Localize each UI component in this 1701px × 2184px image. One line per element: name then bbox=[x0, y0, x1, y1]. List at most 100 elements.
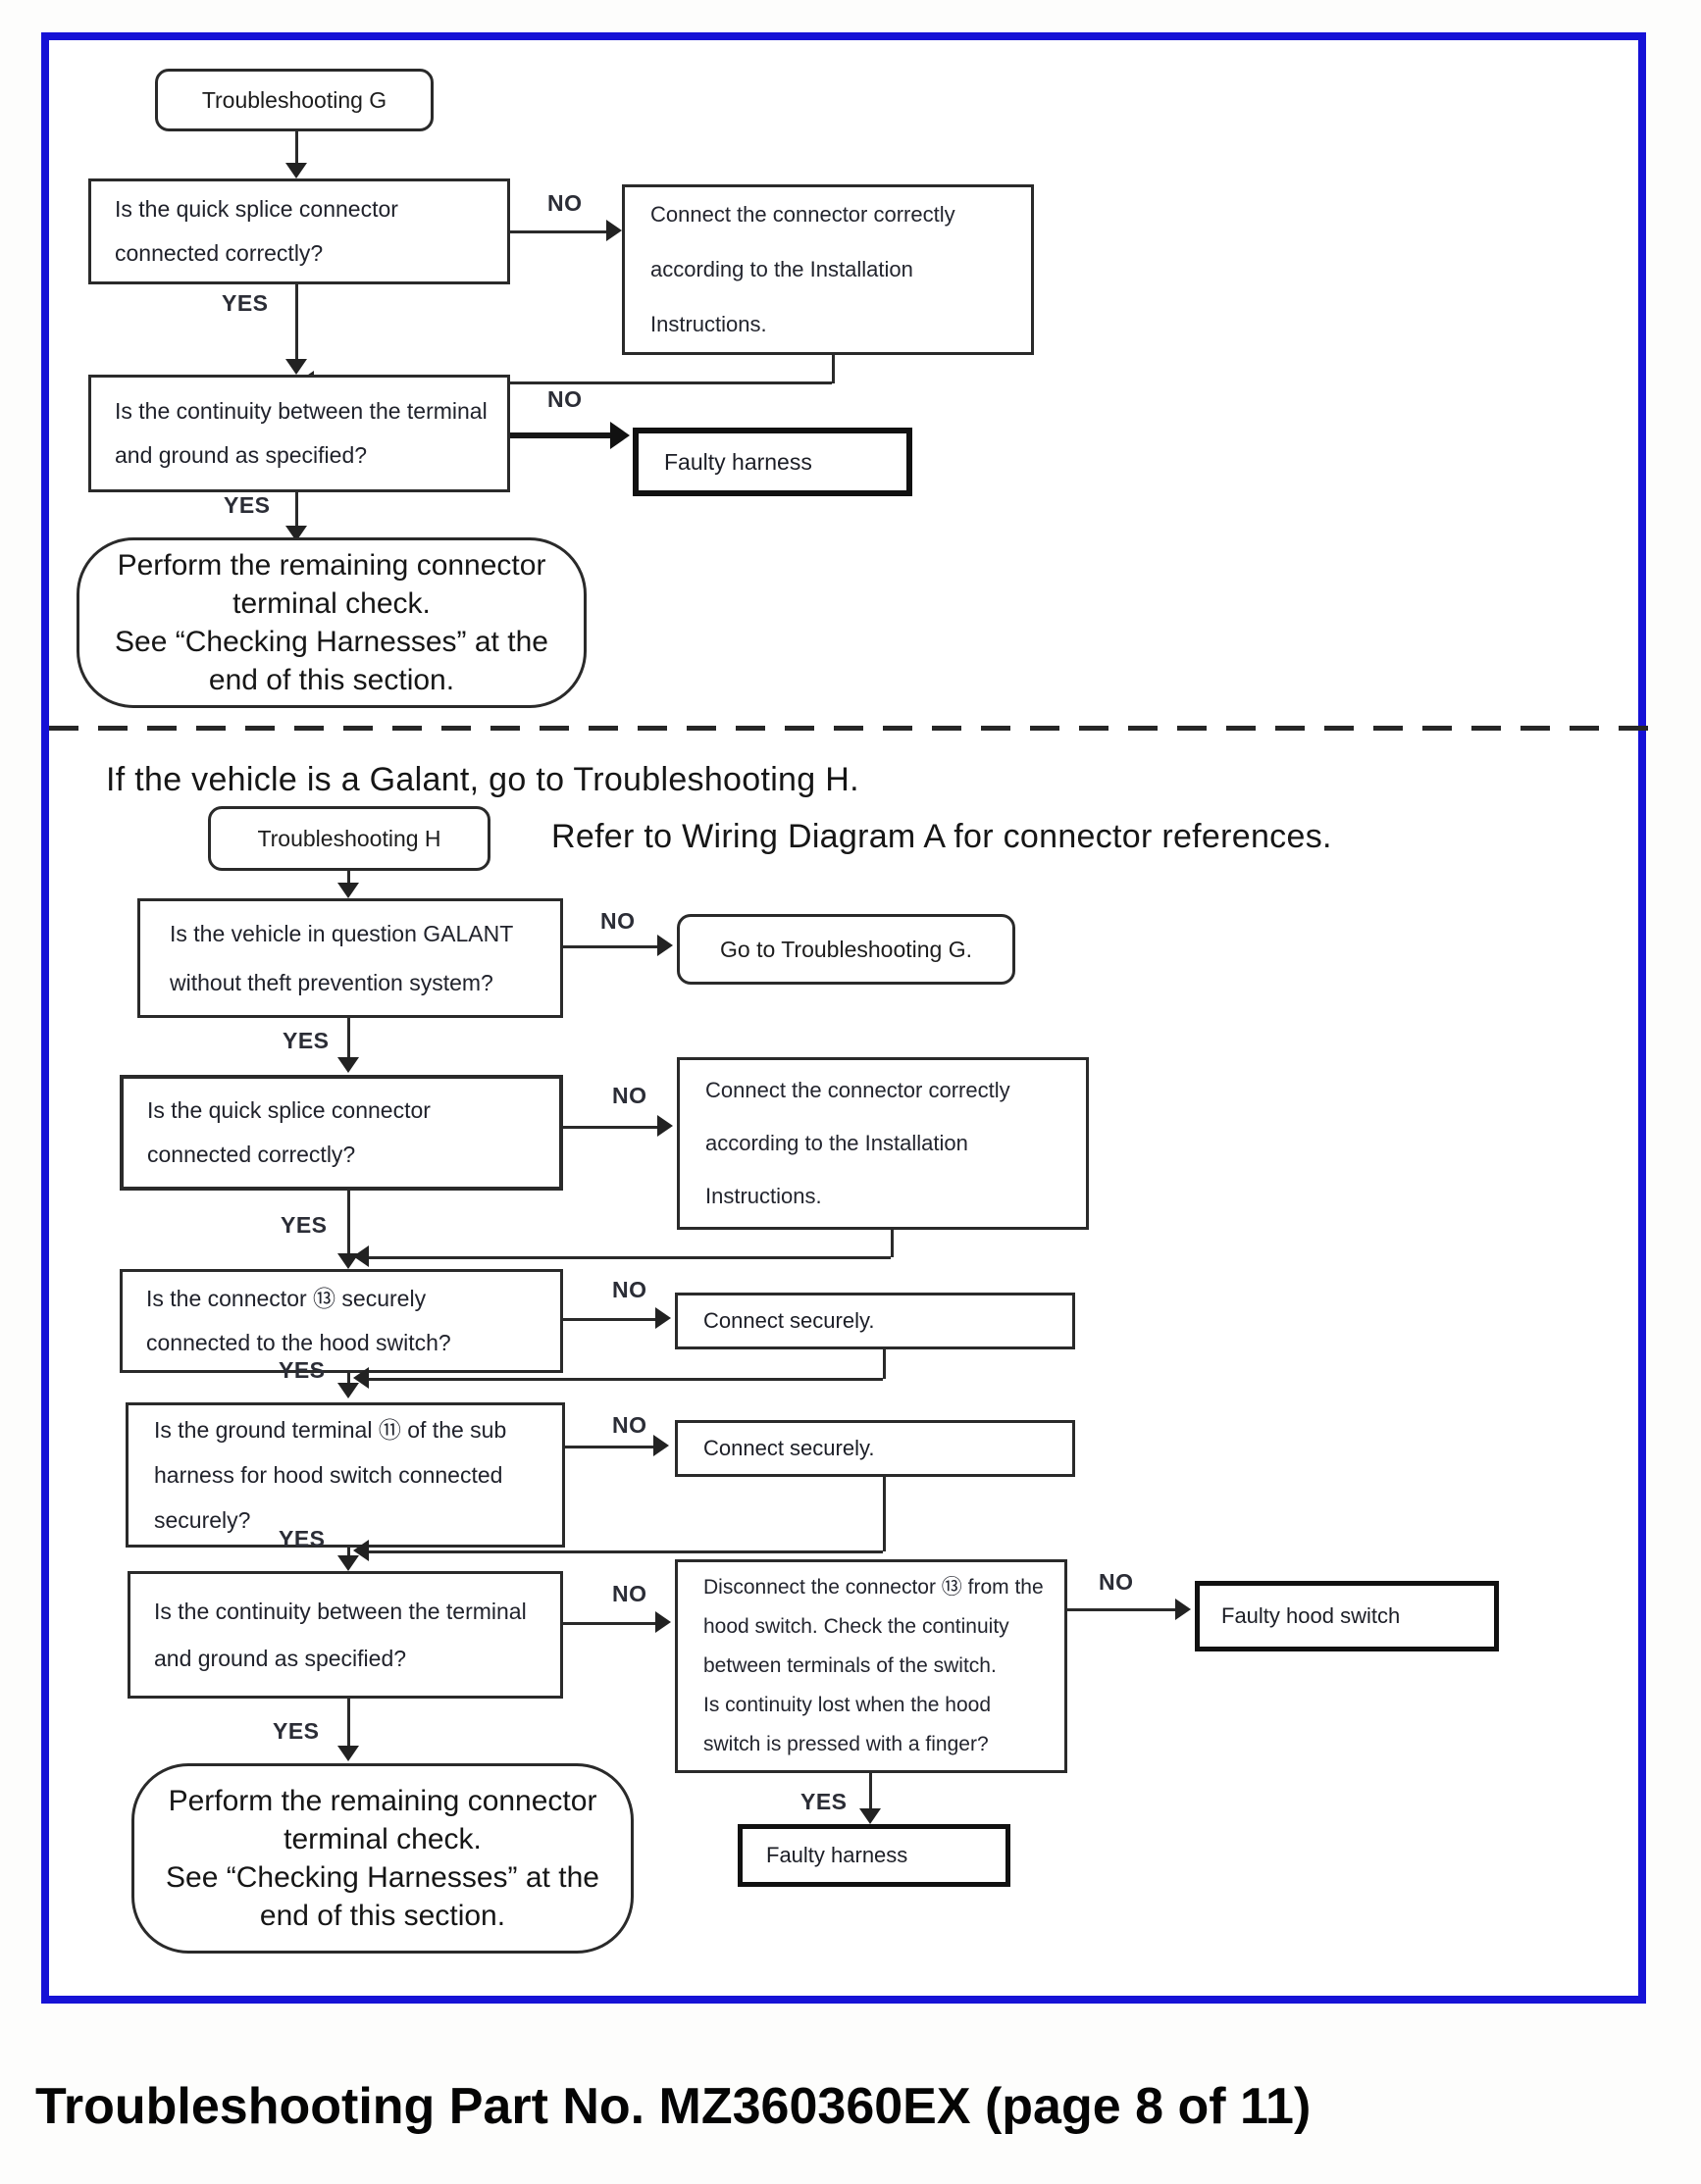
no-label: NO bbox=[1099, 1569, 1134, 1595]
no-label: NO bbox=[612, 1083, 647, 1108]
connector-line bbox=[347, 871, 350, 885]
decision-text: Is the continuity between the terminal bbox=[154, 1599, 527, 1624]
result-text: Faulty harness bbox=[766, 1843, 908, 1867]
connector-line bbox=[295, 492, 298, 530]
terminator-troubleshooting-g: Troubleshooting G bbox=[155, 69, 434, 131]
action-text: Instructions. bbox=[705, 1184, 822, 1208]
result-text: Faulty harness bbox=[664, 448, 812, 475]
terminator-label: Troubleshooting G bbox=[201, 86, 387, 113]
action-text: Connect the connector correctly bbox=[650, 202, 955, 227]
arrowhead-down bbox=[859, 1808, 881, 1824]
connector-line bbox=[563, 945, 659, 948]
decision-h-ground-terminal: Is the ground terminal ⑪ of the sub harn… bbox=[126, 1402, 565, 1548]
decision-text: Is the connector ⑬ securely bbox=[146, 1286, 427, 1311]
arrowhead-down bbox=[285, 163, 307, 178]
action-h-connect-connector: Connect the connector correctly accordin… bbox=[677, 1057, 1089, 1230]
section-divider-dashed-line bbox=[49, 726, 1654, 731]
feedback-line bbox=[883, 1477, 886, 1551]
decision-text: Is the ground terminal ⑪ of the sub bbox=[154, 1417, 507, 1443]
terminator-text: terminal check. bbox=[284, 1823, 482, 1855]
decision-g-quick-splice: Is the quick splice connector connected … bbox=[88, 178, 510, 284]
arrowhead-down bbox=[337, 1555, 359, 1571]
arrowhead-right bbox=[1175, 1599, 1191, 1620]
decision-text: Is the quick splice connector bbox=[147, 1097, 431, 1123]
result-text: Faulty hood switch bbox=[1221, 1603, 1401, 1628]
connector-line bbox=[347, 1018, 350, 1061]
decision-h-quick-splice: Is the quick splice connector connected … bbox=[120, 1075, 563, 1191]
feedback-line bbox=[883, 1349, 886, 1379]
no-label: NO bbox=[600, 908, 636, 934]
decision-text: and ground as specified? bbox=[115, 442, 368, 468]
page-caption: Troubleshooting Part No. MZ360360EX (pag… bbox=[35, 2078, 1312, 2135]
decision-text: Is the continuity between the terminal bbox=[115, 398, 488, 424]
feedback-line bbox=[314, 381, 832, 384]
no-label: NO bbox=[612, 1277, 647, 1302]
action-text: Is continuity lost when the hood bbox=[703, 1694, 992, 1716]
decision-text: connected correctly? bbox=[147, 1142, 356, 1167]
terminator-text: end of this section. bbox=[259, 1900, 506, 1932]
connector-line bbox=[347, 1373, 350, 1385]
connector-line bbox=[295, 284, 298, 363]
connector-line bbox=[347, 1699, 350, 1748]
feedback-line bbox=[832, 355, 835, 383]
decision-text: Is the vehicle in question GALANT bbox=[170, 921, 514, 946]
arrowhead-right bbox=[657, 1115, 673, 1137]
action-g-connect-connector: Connect the connector correctly accordin… bbox=[622, 184, 1034, 355]
terminator-goto-g: Go to Troubleshooting G. bbox=[677, 914, 1015, 985]
connector-line bbox=[347, 1548, 350, 1557]
arrowhead-right bbox=[655, 1307, 671, 1329]
decision-text: harness for hood switch connected bbox=[154, 1462, 503, 1488]
connector-line bbox=[869, 1773, 872, 1810]
decision-h-connector-hood-switch: Is the connector ⑬ securely connected to… bbox=[120, 1269, 563, 1373]
feedback-line bbox=[369, 1256, 891, 1259]
arrowhead-right bbox=[606, 220, 622, 241]
arrowhead-down bbox=[337, 1057, 359, 1073]
yes-label: YES bbox=[800, 1789, 848, 1814]
terminator-text: See “Checking Harnesses” at the bbox=[166, 1861, 599, 1894]
arrowhead-right bbox=[610, 422, 630, 449]
connector-line bbox=[1067, 1608, 1177, 1611]
terminator-text: end of this section. bbox=[208, 664, 455, 696]
result-h-faulty-hood-switch: Faulty hood switch bbox=[1195, 1581, 1499, 1651]
connector-line bbox=[565, 1446, 657, 1448]
arrowhead-right bbox=[657, 935, 673, 956]
no-label: NO bbox=[547, 190, 583, 216]
arrowhead-down bbox=[337, 1383, 359, 1398]
yes-label: YES bbox=[281, 1212, 328, 1238]
connector-line bbox=[563, 1622, 657, 1625]
connector-line bbox=[295, 131, 298, 165]
action-text: between terminals of the switch. bbox=[703, 1654, 997, 1677]
connector-line bbox=[510, 432, 612, 438]
action-h-connect-securely-2: Connect securely. bbox=[675, 1420, 1075, 1477]
action-text: Connect securely. bbox=[703, 1308, 875, 1333]
feedback-line bbox=[891, 1230, 894, 1257]
arrowhead-down bbox=[285, 359, 307, 375]
arrowhead-right bbox=[653, 1435, 669, 1456]
connector-line bbox=[347, 1191, 350, 1255]
result-h-faulty-harness: Faulty harness bbox=[738, 1824, 1010, 1887]
decision-text: and ground as specified? bbox=[154, 1646, 407, 1671]
yes-label: YES bbox=[279, 1357, 326, 1383]
result-g-faulty-harness: Faulty harness bbox=[633, 428, 912, 496]
connector-line bbox=[510, 230, 608, 233]
terminator-text: Perform the remaining connector bbox=[168, 1785, 597, 1817]
connector-line bbox=[563, 1318, 657, 1321]
terminator-text: Go to Troubleshooting G. bbox=[720, 936, 972, 962]
decision-h-continuity: Is the continuity between the terminal a… bbox=[128, 1571, 563, 1699]
galant-note: If the vehicle is a Galant, go to Troubl… bbox=[106, 761, 859, 798]
no-label: NO bbox=[612, 1412, 647, 1438]
terminator-text: See “Checking Harnesses” at the bbox=[115, 626, 548, 658]
decision-h-galant: Is the vehicle in question GALANT withou… bbox=[137, 898, 563, 1018]
terminator-g-perform-check: Perform the remaining connector terminal… bbox=[77, 537, 587, 708]
no-label: NO bbox=[612, 1581, 647, 1606]
yes-label: YES bbox=[283, 1028, 330, 1053]
yes-label: YES bbox=[224, 492, 271, 518]
action-text: Disconnect the connector ⑬ from the bbox=[703, 1576, 1044, 1599]
action-text: hood switch. Check the continuity bbox=[703, 1615, 1009, 1638]
arrowhead-down bbox=[337, 1253, 359, 1269]
action-text: Connect securely. bbox=[703, 1436, 875, 1460]
yes-label: YES bbox=[273, 1718, 320, 1744]
arrowhead-right bbox=[655, 1611, 671, 1633]
terminator-text: terminal check. bbox=[232, 587, 431, 620]
